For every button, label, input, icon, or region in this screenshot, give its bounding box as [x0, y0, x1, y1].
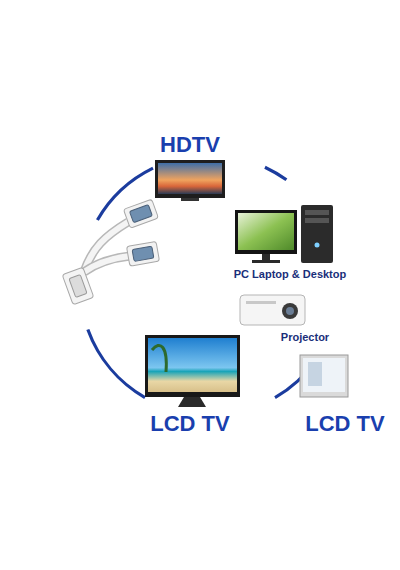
device-title: LCD TV: [303, 411, 386, 436]
tv-frame: [145, 335, 240, 397]
connector-body: [62, 267, 94, 305]
vga-female-connector: [123, 199, 158, 228]
lcd-monitor-icon: [300, 355, 348, 397]
monitor-frame: [300, 355, 348, 397]
pc-tower: [301, 205, 333, 263]
cable: [84, 256, 130, 272]
vga-female-connector: [126, 241, 159, 266]
tv-screen: [148, 338, 237, 392]
connector-body: [123, 199, 158, 228]
tv-stand: [181, 198, 199, 201]
hdtv-icon: [155, 160, 225, 201]
palm-tree: [152, 345, 166, 372]
monitor-neck: [262, 254, 270, 260]
pc-icon: [235, 205, 333, 263]
device-title: HDTV: [158, 132, 222, 157]
projector-glass: [286, 307, 294, 315]
device-caption: PC Laptop & Desktop: [232, 268, 348, 281]
lcd-tv-icon: [145, 335, 240, 407]
screen-content: [308, 362, 322, 386]
power-light: [315, 243, 320, 248]
monitor-screen: [238, 213, 294, 250]
connector-body: [126, 241, 159, 266]
connector-port: [132, 246, 154, 261]
device-title: LCD TV: [148, 411, 231, 436]
projector-icon: [240, 295, 305, 325]
vga-male-connector: [62, 267, 94, 305]
tv-screen: [158, 163, 222, 194]
ring-arc: [264, 166, 287, 181]
projector-body: [240, 295, 305, 325]
monitor-base: [252, 260, 280, 263]
connector-port: [129, 205, 152, 223]
tv-stand: [178, 397, 206, 407]
monitor-screen: [303, 358, 345, 392]
connector-plug: [69, 275, 87, 298]
projector-vent: [246, 301, 276, 304]
drive-bay: [305, 210, 329, 215]
cable-outline: [84, 256, 130, 272]
vga-splitter-cable: [62, 199, 159, 305]
ring-arc: [86, 329, 145, 399]
ring-arcs: [86, 166, 317, 399]
monitor-frame: [235, 210, 297, 254]
device-caption: Projector: [279, 331, 331, 344]
drive-bay: [305, 218, 329, 223]
tv-frame: [155, 160, 225, 198]
projector-lens: [282, 303, 298, 319]
